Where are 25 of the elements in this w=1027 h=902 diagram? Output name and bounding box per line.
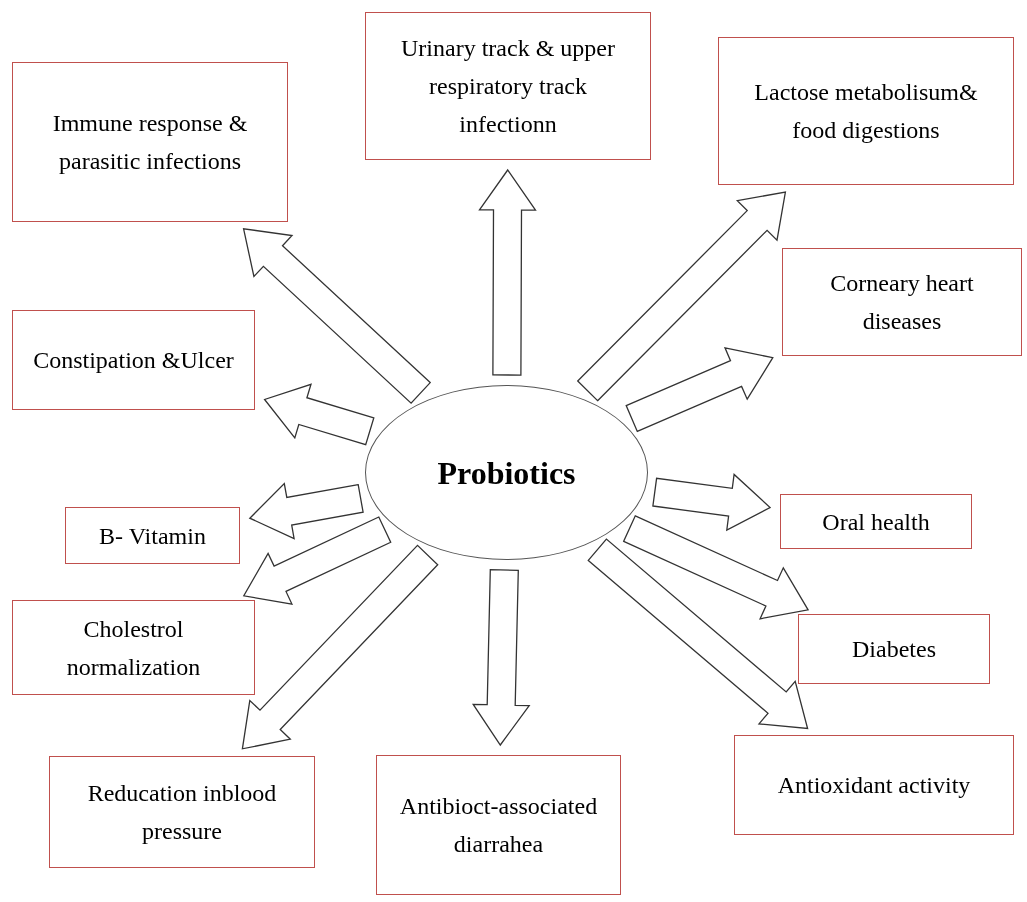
topic-box: Antioxidant activity (734, 735, 1014, 835)
block-arrow (263, 383, 375, 446)
block-arrow (576, 191, 787, 402)
block-arrow (242, 516, 392, 605)
topic-box: B- Vitamin (65, 507, 240, 564)
topic-box: Lactose metabolisum& food digestions (718, 37, 1014, 185)
topic-box: Reducation inblood pressure (49, 756, 315, 868)
topic-box: Immune response & parasitic infections (12, 62, 288, 222)
block-arrow (241, 544, 439, 750)
topic-box: Diabetes (798, 614, 990, 684)
block-arrow (622, 514, 810, 620)
block-arrow (478, 168, 537, 376)
topic-box: Corneary heart diseases (782, 248, 1022, 356)
block-arrow (587, 538, 809, 730)
topic-box: Cholestrol normalization (12, 600, 255, 695)
central-ellipse: Probiotics (365, 385, 648, 560)
block-arrow (625, 346, 774, 433)
block-arrow (248, 482, 364, 540)
block-arrow (652, 473, 772, 532)
topic-box: Constipation &Ulcer (12, 310, 255, 410)
topic-box: Oral health (780, 494, 972, 549)
block-arrow (471, 569, 531, 747)
topic-box: Antibioct-associated diarrahea (376, 755, 621, 895)
topic-box: Urinary track & upper respiratory track infectionn (365, 12, 651, 160)
block-arrow (242, 228, 432, 405)
